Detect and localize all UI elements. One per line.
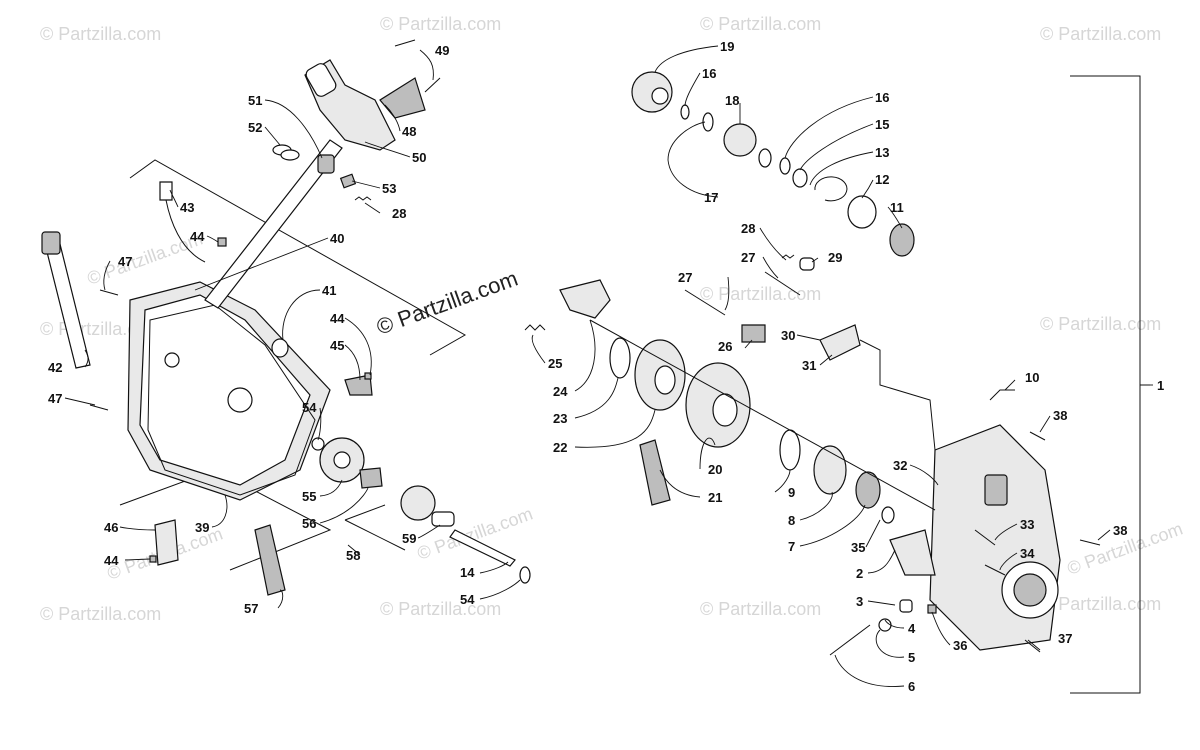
callout-33: 33 xyxy=(1020,517,1034,532)
callout-19: 19 xyxy=(720,39,734,54)
callout-45: 45 xyxy=(330,338,344,353)
callout-17: 17 xyxy=(704,190,718,205)
callout-30: 30 xyxy=(781,328,795,343)
callout-8: 8 xyxy=(788,513,795,528)
callout-25: 25 xyxy=(548,356,562,371)
callout-6: 6 xyxy=(908,679,915,694)
callout-1: 1 xyxy=(1157,378,1164,393)
callout-44c: 44 xyxy=(104,553,119,568)
callout-13: 13 xyxy=(875,145,889,160)
callout-47b: 47 xyxy=(48,391,62,406)
callout-34: 34 xyxy=(1020,546,1035,561)
callout-12: 12 xyxy=(875,172,889,187)
callout-38b: 38 xyxy=(1113,523,1127,538)
watermark-text: © Partzilla.com xyxy=(1040,314,1161,334)
callout-2: 2 xyxy=(856,566,863,581)
callout-39: 39 xyxy=(195,520,209,535)
callout-28a: 28 xyxy=(741,221,755,236)
callout-42: 42 xyxy=(48,360,62,375)
callout-20: 20 xyxy=(708,462,722,477)
callout-44a: 44 xyxy=(190,229,205,244)
leader-lines xyxy=(64,45,1153,687)
callout-28b: 28 xyxy=(392,206,406,221)
callout-11: 11 xyxy=(890,200,904,215)
callout-47a: 47 xyxy=(118,254,132,269)
callout-38a: 38 xyxy=(1053,408,1067,423)
callout-55: 55 xyxy=(302,489,316,504)
callout-22: 22 xyxy=(553,440,567,455)
callout-41: 41 xyxy=(322,283,336,298)
callout-35: 35 xyxy=(851,540,865,555)
watermark-main: © Partzilla.com xyxy=(373,266,521,340)
callout-40: 40 xyxy=(330,231,344,246)
callout-54a: 54 xyxy=(302,400,317,415)
callout-36: 36 xyxy=(953,638,967,653)
watermark-text: © Partzilla.com xyxy=(40,24,161,44)
callout-16b: 16 xyxy=(875,90,889,105)
watermark-text: © Partzilla.com xyxy=(85,228,206,288)
left-cover-assembly xyxy=(41,39,531,596)
callout-9: 9 xyxy=(788,485,795,500)
callout-46: 46 xyxy=(104,520,118,535)
watermark-text: © Partzilla.com xyxy=(40,604,161,624)
callout-27a: 27 xyxy=(678,270,692,285)
callout-labels: 1 2 3 4 5 6 7 8 9 10 11 12 13 14 15 16 1… xyxy=(48,39,1164,694)
callout-27b: 27 xyxy=(741,250,755,265)
callout-10: 10 xyxy=(1025,370,1039,385)
callout-57: 57 xyxy=(244,601,258,616)
watermark-text: © Partzilla.com xyxy=(380,14,501,34)
callout-58: 58 xyxy=(346,548,360,563)
callout-50: 50 xyxy=(412,150,426,165)
watermark-text: © Partzilla.com xyxy=(700,284,821,304)
callout-15: 15 xyxy=(875,117,889,132)
callout-5: 5 xyxy=(908,650,915,665)
callout-43: 43 xyxy=(180,200,194,215)
callout-24: 24 xyxy=(553,384,568,399)
callout-7: 7 xyxy=(788,539,795,554)
callout-44b: 44 xyxy=(330,311,345,326)
watermark-text: © Partzilla.com xyxy=(700,599,821,619)
callout-37: 37 xyxy=(1058,631,1072,646)
callout-16a: 16 xyxy=(702,66,716,81)
callout-56: 56 xyxy=(302,516,316,531)
callout-59: 59 xyxy=(402,531,416,546)
callout-54b: 54 xyxy=(460,592,475,607)
right-gearcase-assembly xyxy=(524,71,1101,656)
callout-23: 23 xyxy=(553,411,567,426)
watermark-text: © Partzilla.com xyxy=(1040,24,1161,44)
callout-53: 53 xyxy=(382,181,396,196)
callout-4: 4 xyxy=(908,621,916,636)
callout-3: 3 xyxy=(856,594,863,609)
watermark-text: © Partzilla.com xyxy=(1040,594,1161,614)
callout-48: 48 xyxy=(402,124,416,139)
callout-14: 14 xyxy=(460,565,475,580)
callout-31: 31 xyxy=(802,358,816,373)
callout-18: 18 xyxy=(725,93,739,108)
callout-32: 32 xyxy=(893,458,907,473)
callout-49: 49 xyxy=(435,43,449,58)
callout-21: 21 xyxy=(708,490,722,505)
watermark-text: © Partzilla.com xyxy=(700,14,821,34)
callout-51: 51 xyxy=(248,93,262,108)
watermark-text: © Partzilla.com xyxy=(380,599,501,619)
callout-52: 52 xyxy=(248,120,262,135)
callout-29: 29 xyxy=(828,250,842,265)
callout-26: 26 xyxy=(718,339,732,354)
